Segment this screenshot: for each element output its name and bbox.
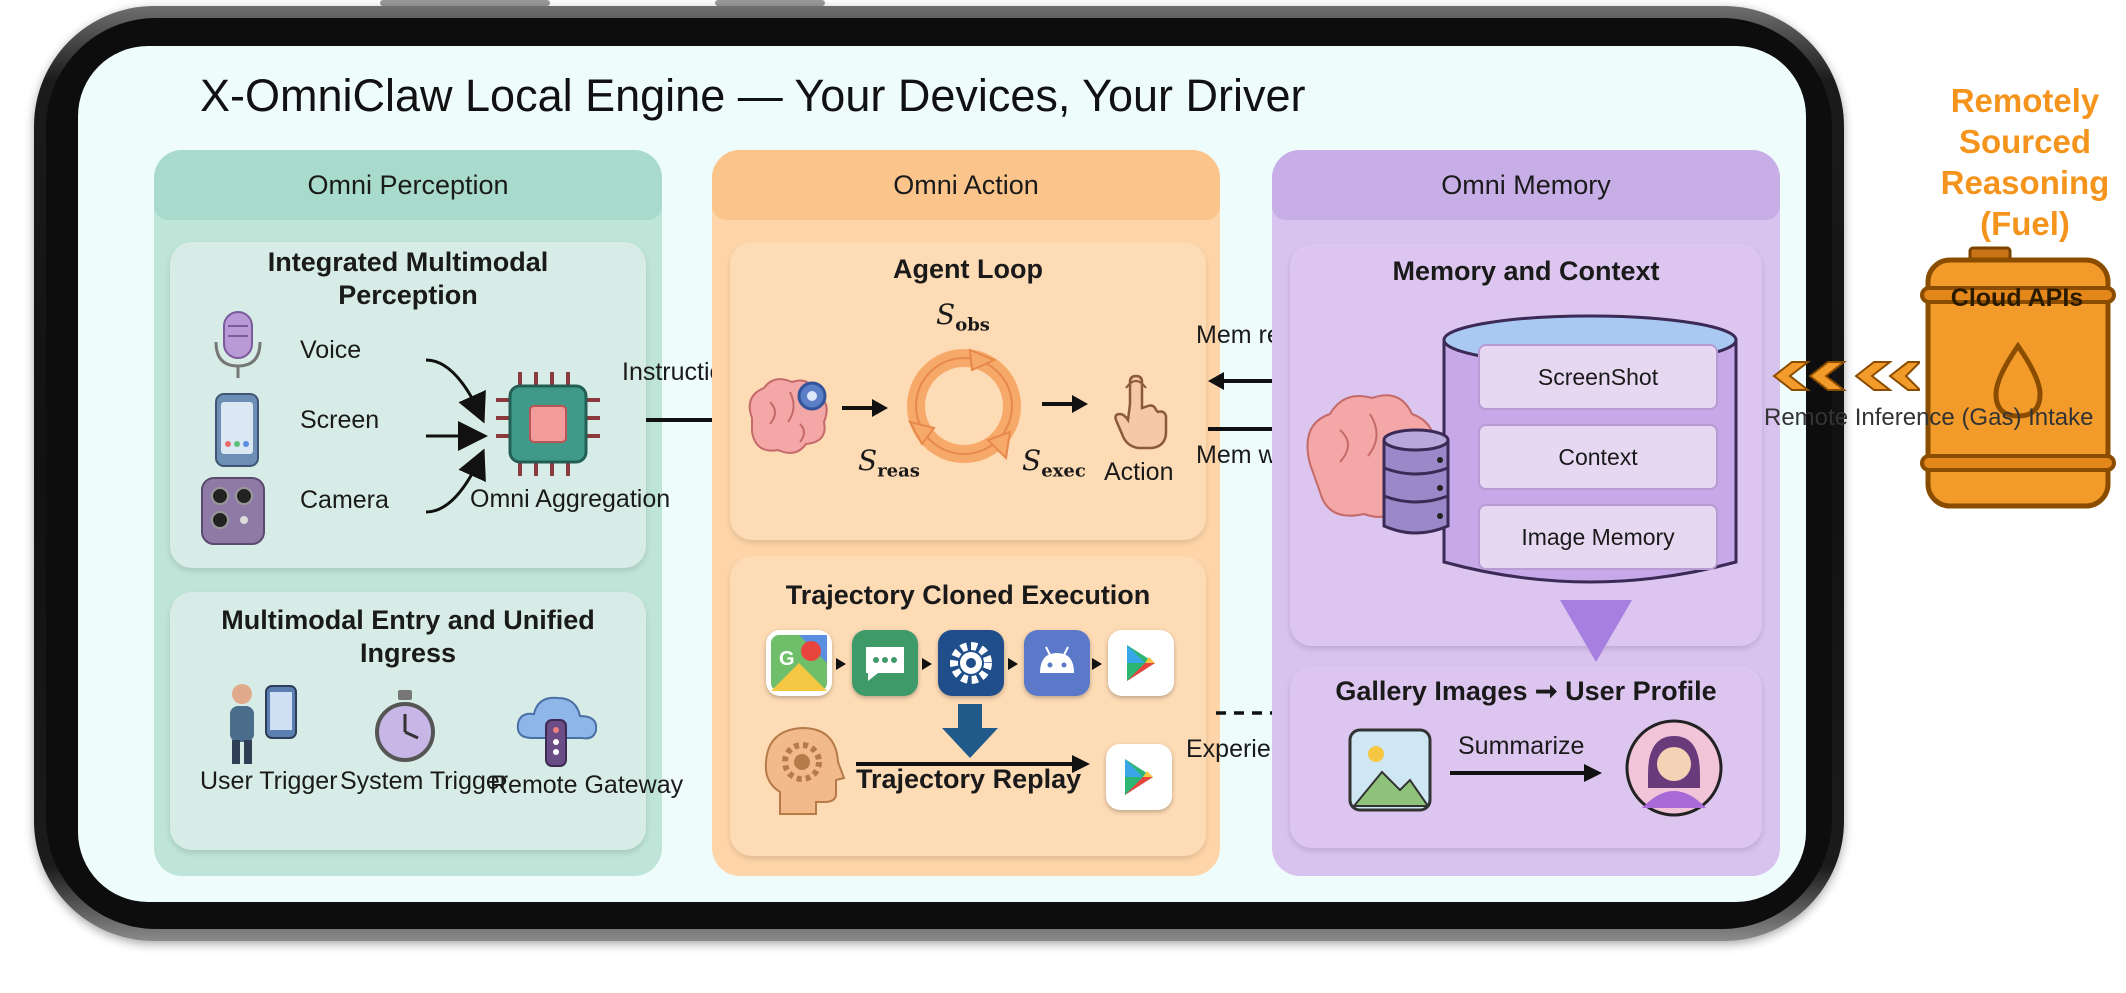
- messages-app-icon: [852, 630, 918, 696]
- memory-context-title: Memory and Context: [1392, 256, 1660, 286]
- play-store-icon: [1108, 630, 1174, 696]
- perception-header: Omni Perception: [154, 150, 662, 220]
- android-app-icon: [1024, 630, 1090, 696]
- phone-button: [380, 0, 550, 6]
- clone-down-arrow: [942, 704, 998, 758]
- play-store-replay-icon: [1106, 744, 1172, 810]
- state-exec-label: Sexec: [1022, 444, 1086, 482]
- arrow-to-loop: [842, 399, 888, 417]
- voice-label: Voice: [300, 336, 362, 364]
- memory-slot-context: Context: [1478, 424, 1718, 490]
- head-gear-icon: [764, 726, 846, 815]
- cloud-apis-label: Cloud APIs: [1950, 284, 2084, 312]
- smartphone-icon: [215, 393, 259, 467]
- memory-slot-screenshot: ScreenShot: [1478, 344, 1718, 410]
- trajectory-title: Trajectory Cloned Execution: [785, 580, 1151, 610]
- entry-title: Multimodal Entry and Unified Ingress: [221, 605, 595, 668]
- state-reas-label: Sreas: [858, 444, 920, 482]
- phone-button: [715, 0, 825, 6]
- integrated-perception-title: Integrated Multimodal Perception: [267, 247, 549, 310]
- intake-chevrons: [1772, 361, 1920, 391]
- maps-app-icon: G: [766, 630, 832, 696]
- system-trigger-label: System Trigger: [340, 767, 509, 795]
- memory-down-arrow: [1560, 600, 1632, 662]
- cloud-remote-icon: [516, 696, 598, 767]
- action-label: Action: [1104, 458, 1174, 486]
- page-title: X-OmniClaw Local Engine — Your Devices, …: [200, 70, 1306, 121]
- omni-aggregation-label: Omni Aggregation: [470, 485, 671, 513]
- brain-database-icon: [1306, 394, 1450, 535]
- settings-app-icon: [938, 630, 1004, 696]
- state-obs-label: Sobs: [936, 298, 990, 336]
- user-profile-title: Gallery Images ➞ User Profile: [1335, 676, 1717, 706]
- user-trigger-icon: [230, 684, 297, 764]
- camera-label: Camera: [300, 486, 389, 514]
- agent-loop-title: Agent Loop: [893, 254, 1043, 284]
- summarize-arrow: [1450, 764, 1602, 782]
- user-avatar-icon: [1625, 719, 1723, 817]
- remote-reasoning-heading: Remotely Sourced Reasoning (Fuel): [1940, 82, 2110, 242]
- remote-intake-label: Remote Inference (Gas) Intake: [1764, 404, 2093, 431]
- converging-arrows: [425, 358, 488, 514]
- action-header: Omni Action: [712, 150, 1220, 220]
- agent-loop-cycle-icon: [907, 348, 1021, 463]
- tap-hand-icon: [1114, 374, 1168, 450]
- arrow-to-action: [1042, 395, 1088, 413]
- stopwatch-icon: [375, 690, 435, 762]
- memory-header: Omni Memory: [1272, 150, 1780, 220]
- chip-icon: [496, 372, 600, 476]
- user-trigger-label: User Trigger: [200, 767, 338, 795]
- trajectory-replay-label: Trajectory Replay: [856, 764, 1082, 794]
- replay-arrow: [856, 755, 1090, 773]
- microphone-icon: [214, 311, 262, 378]
- summarize-label: Summarize: [1458, 732, 1585, 760]
- svg-text:G: G: [779, 648, 795, 670]
- remote-gateway-label: Remote Gateway: [490, 771, 684, 799]
- camera-icon: [201, 477, 265, 545]
- screen-label: Screen: [300, 406, 380, 434]
- brain-gear-icon: [748, 378, 828, 454]
- memory-slot-image-memory: Image Memory: [1478, 504, 1718, 570]
- app-chain-arrows: [836, 658, 1102, 670]
- gallery-image-icon: [1348, 728, 1432, 812]
- fuel-barrel-icon: [1920, 246, 2116, 509]
